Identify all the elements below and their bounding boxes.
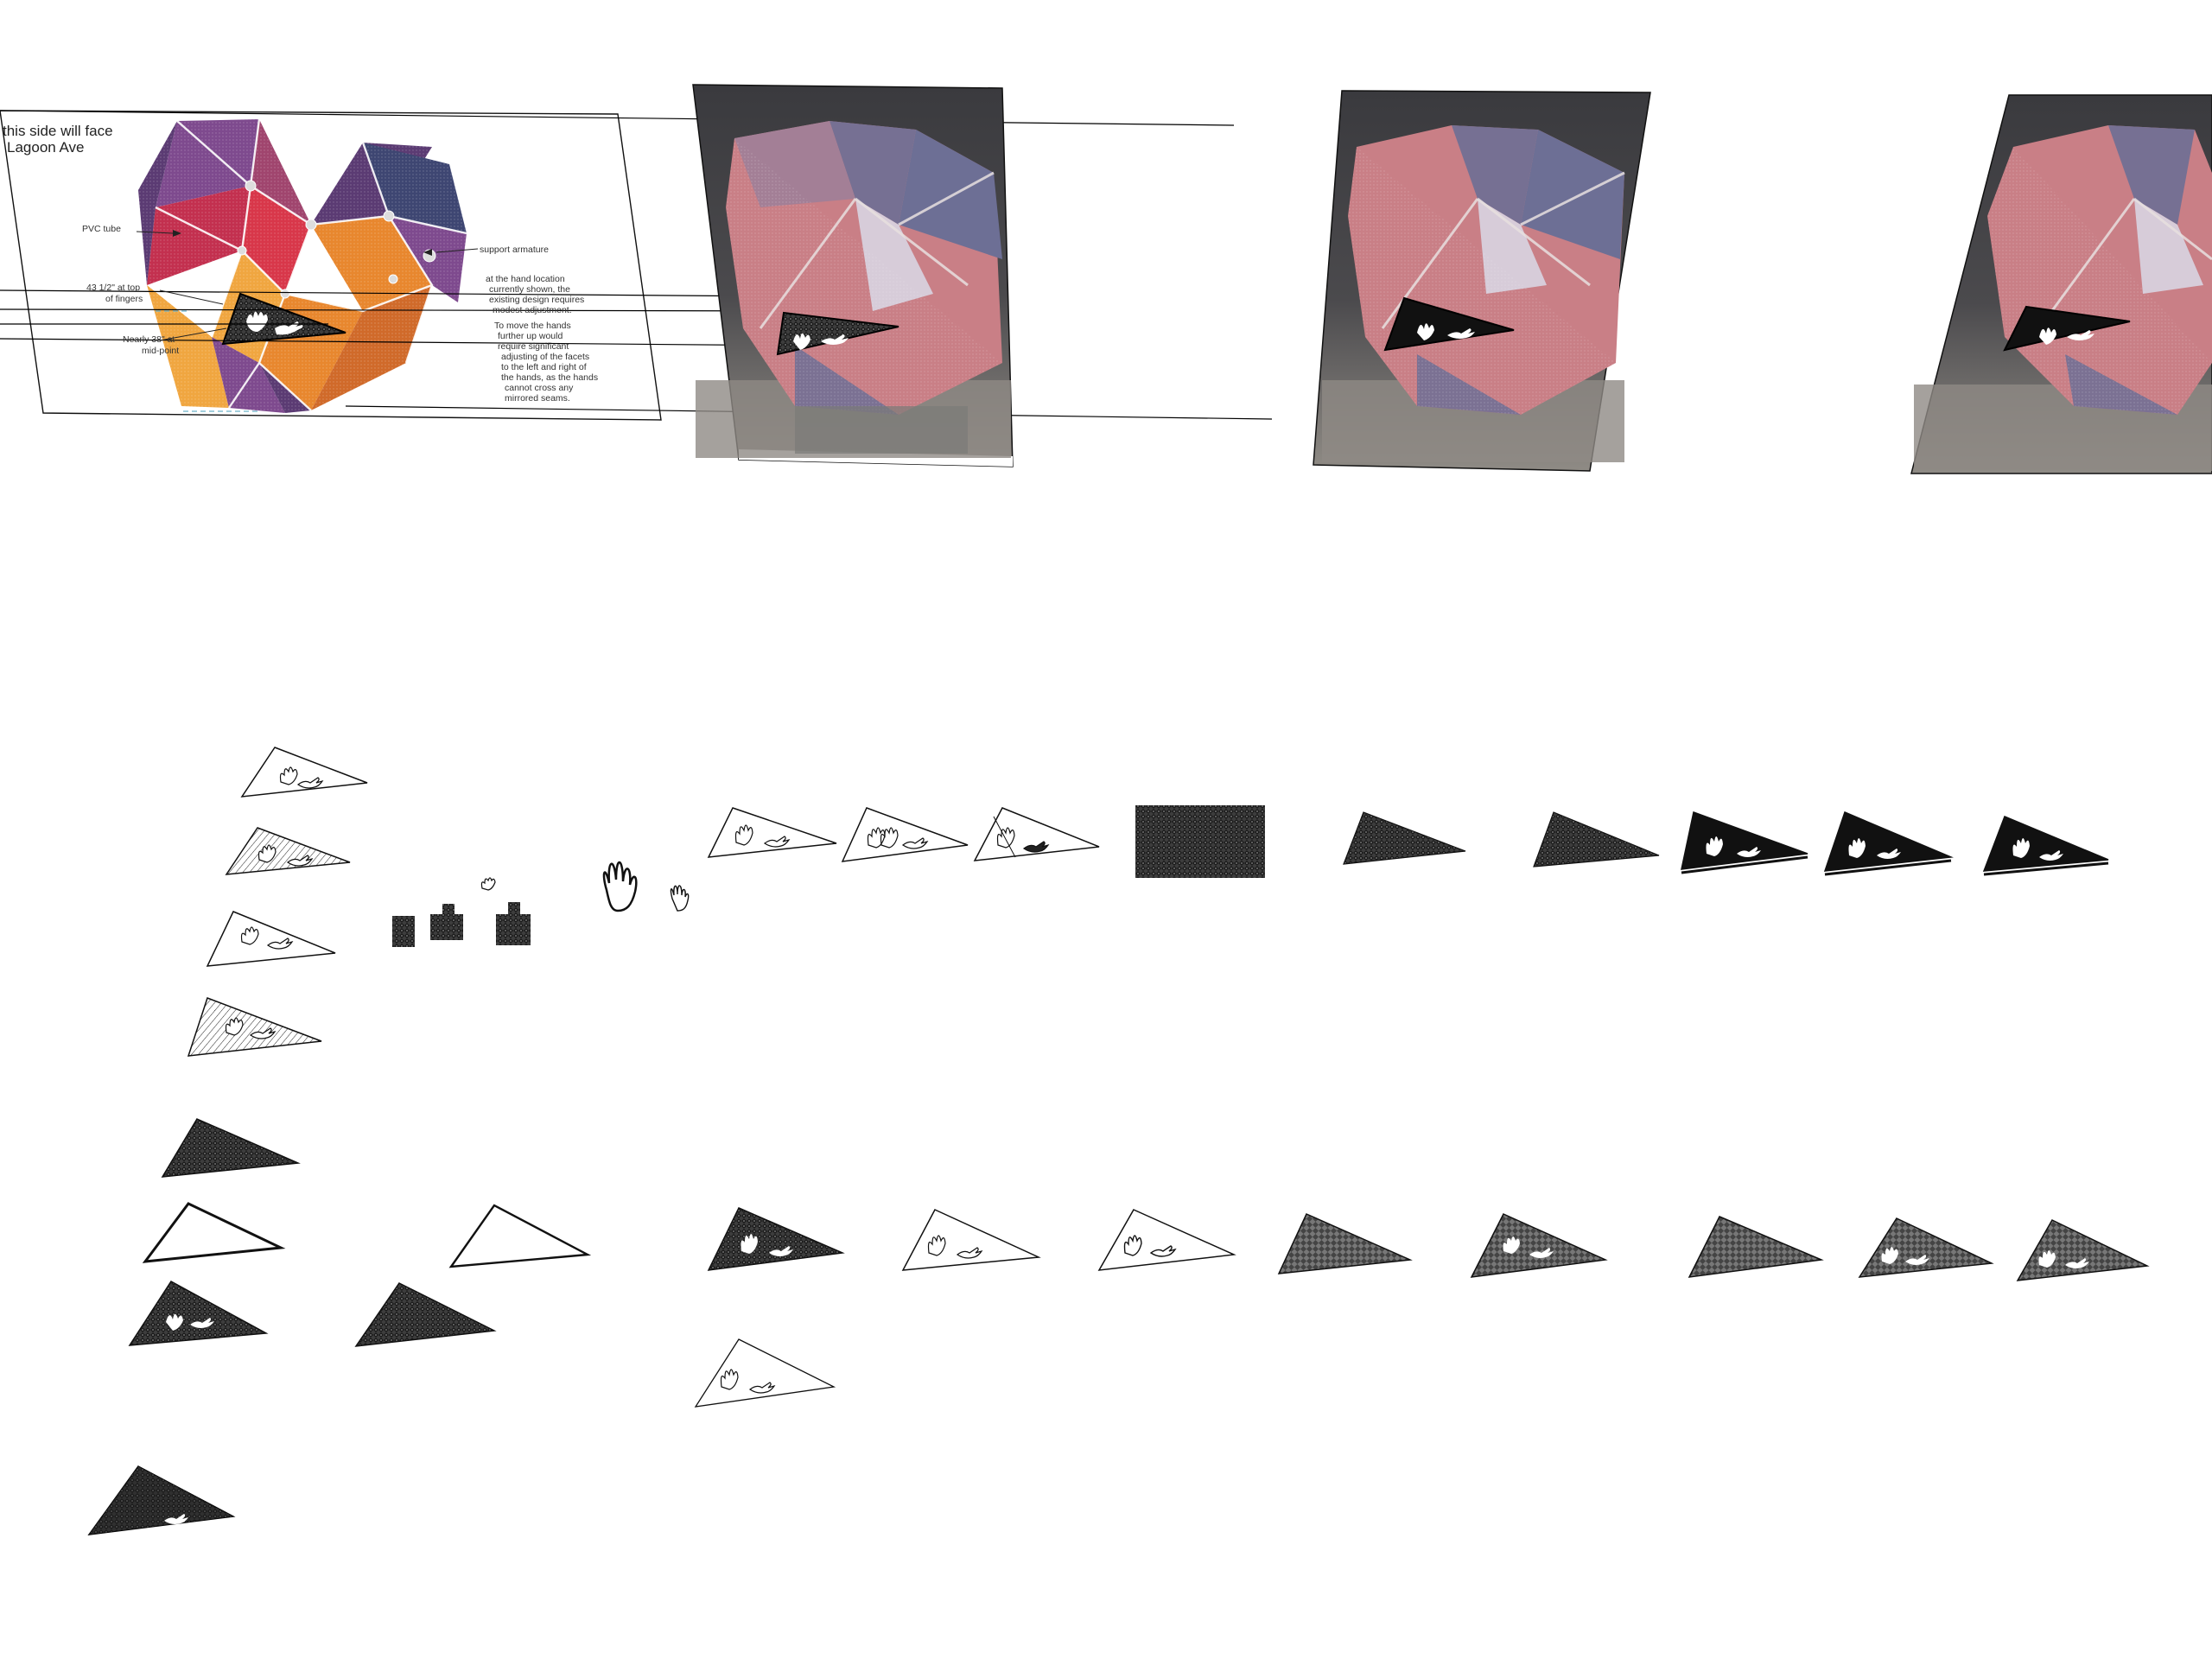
triangle-hand-panel (707, 807, 837, 858)
triangle-hand-panel (240, 747, 368, 798)
triangle-hand-panel (1823, 810, 1954, 876)
svg-text:adjusting of the facets: adjusting of the facets (501, 352, 589, 362)
triangle-outline-panel (448, 1204, 592, 1268)
support-armature-label: support armature (480, 245, 549, 255)
design-note-2: To move the hands further up would requi… (494, 321, 598, 404)
triangle-hand-panel (87, 1465, 236, 1535)
triangle-knit-panel (354, 1282, 497, 1347)
triangle-hand-panel (694, 1338, 836, 1408)
svg-text:cannot cross any: cannot cross any (505, 383, 574, 393)
svg-text:mirrored seams.: mirrored seams. (505, 393, 570, 404)
triangle-hand-panel (187, 997, 322, 1057)
svg-text:existing design requires: existing design requires (489, 295, 584, 305)
face-side-label-1: this side will face (3, 123, 113, 139)
knit-pattern-swatch (1135, 805, 1265, 878)
midpoint-height-label-2: mid-point (142, 346, 179, 356)
hand-outline-icon (480, 877, 496, 891)
sculpture-photo-2 (1313, 90, 1651, 472)
heart-sculpture-diagram (134, 118, 471, 413)
triangle-knit-panel (1277, 1213, 1413, 1274)
panel-studies-row-2 (694, 1207, 2150, 1408)
heart-design-diagram: this side will face Lagoon Ave PVC tube … (0, 110, 1273, 421)
diagram-frame (0, 110, 662, 421)
panel-studies-row-1 (707, 805, 2109, 878)
triangle-hand-panel (225, 827, 351, 875)
triangle-hand-panel (1681, 811, 1808, 874)
sculpture-photo-3 (1910, 94, 2212, 474)
svg-text:further up would: further up would (498, 331, 563, 341)
design-note-1: at the hand location currently shown, th… (486, 274, 584, 315)
triangle-hand-panel (901, 1209, 1041, 1271)
triangle-hand-panel (128, 1281, 269, 1346)
hand-outline-icon (602, 861, 638, 912)
hand-outline-icon (670, 885, 690, 912)
triangle-hand-panel (206, 911, 336, 967)
midpoint-height-label-1: Nearly 38" at (123, 334, 175, 345)
triangle-hand-panel (973, 807, 1100, 861)
pvc-tube-label: PVC tube (82, 224, 121, 234)
triangle-hand-panel (841, 807, 969, 862)
triangle-hand-panel (1097, 1209, 1236, 1271)
triangle-knit-panel (1533, 811, 1660, 868)
svg-text:currently shown, the: currently shown, the (489, 284, 570, 295)
svg-text:to the left and right of: to the left and right of (501, 362, 587, 372)
triangle-outline-panel (142, 1202, 286, 1263)
triangle-hand-panel (1858, 1217, 1994, 1278)
knit-pattern-swatch (392, 902, 531, 947)
triangle-hand-panel (707, 1207, 845, 1271)
svg-text:To move the hands: To move the hands (494, 321, 571, 331)
triangle-knit-panel (161, 1118, 301, 1178)
triangle-knit-panel (1688, 1216, 1824, 1278)
panel-studies-left-column (87, 747, 368, 1535)
svg-text:modest adjustment.: modest adjustment. (493, 305, 572, 315)
face-side-label-2: Lagoon Ave (7, 139, 85, 156)
triangle-hand-panel (1470, 1213, 1608, 1278)
triangle-hand-panel (221, 292, 346, 346)
svg-text:require significant: require significant (498, 341, 569, 352)
sculpture-photo-1 (692, 84, 1014, 467)
triangle-knit-panel (1343, 811, 1466, 865)
fingers-height-label-1: 43 1/2" at top (86, 283, 140, 293)
svg-text:at the hand location: at the hand location (486, 274, 565, 284)
panel-studies-second-column (354, 861, 690, 1347)
fingers-height-label-2: of fingers (105, 294, 143, 304)
svg-text:the hands, as the hands: the hands, as the hands (501, 372, 598, 383)
triangle-hand-panel (2016, 1219, 2150, 1281)
triangle-hand-panel (1982, 816, 2109, 876)
